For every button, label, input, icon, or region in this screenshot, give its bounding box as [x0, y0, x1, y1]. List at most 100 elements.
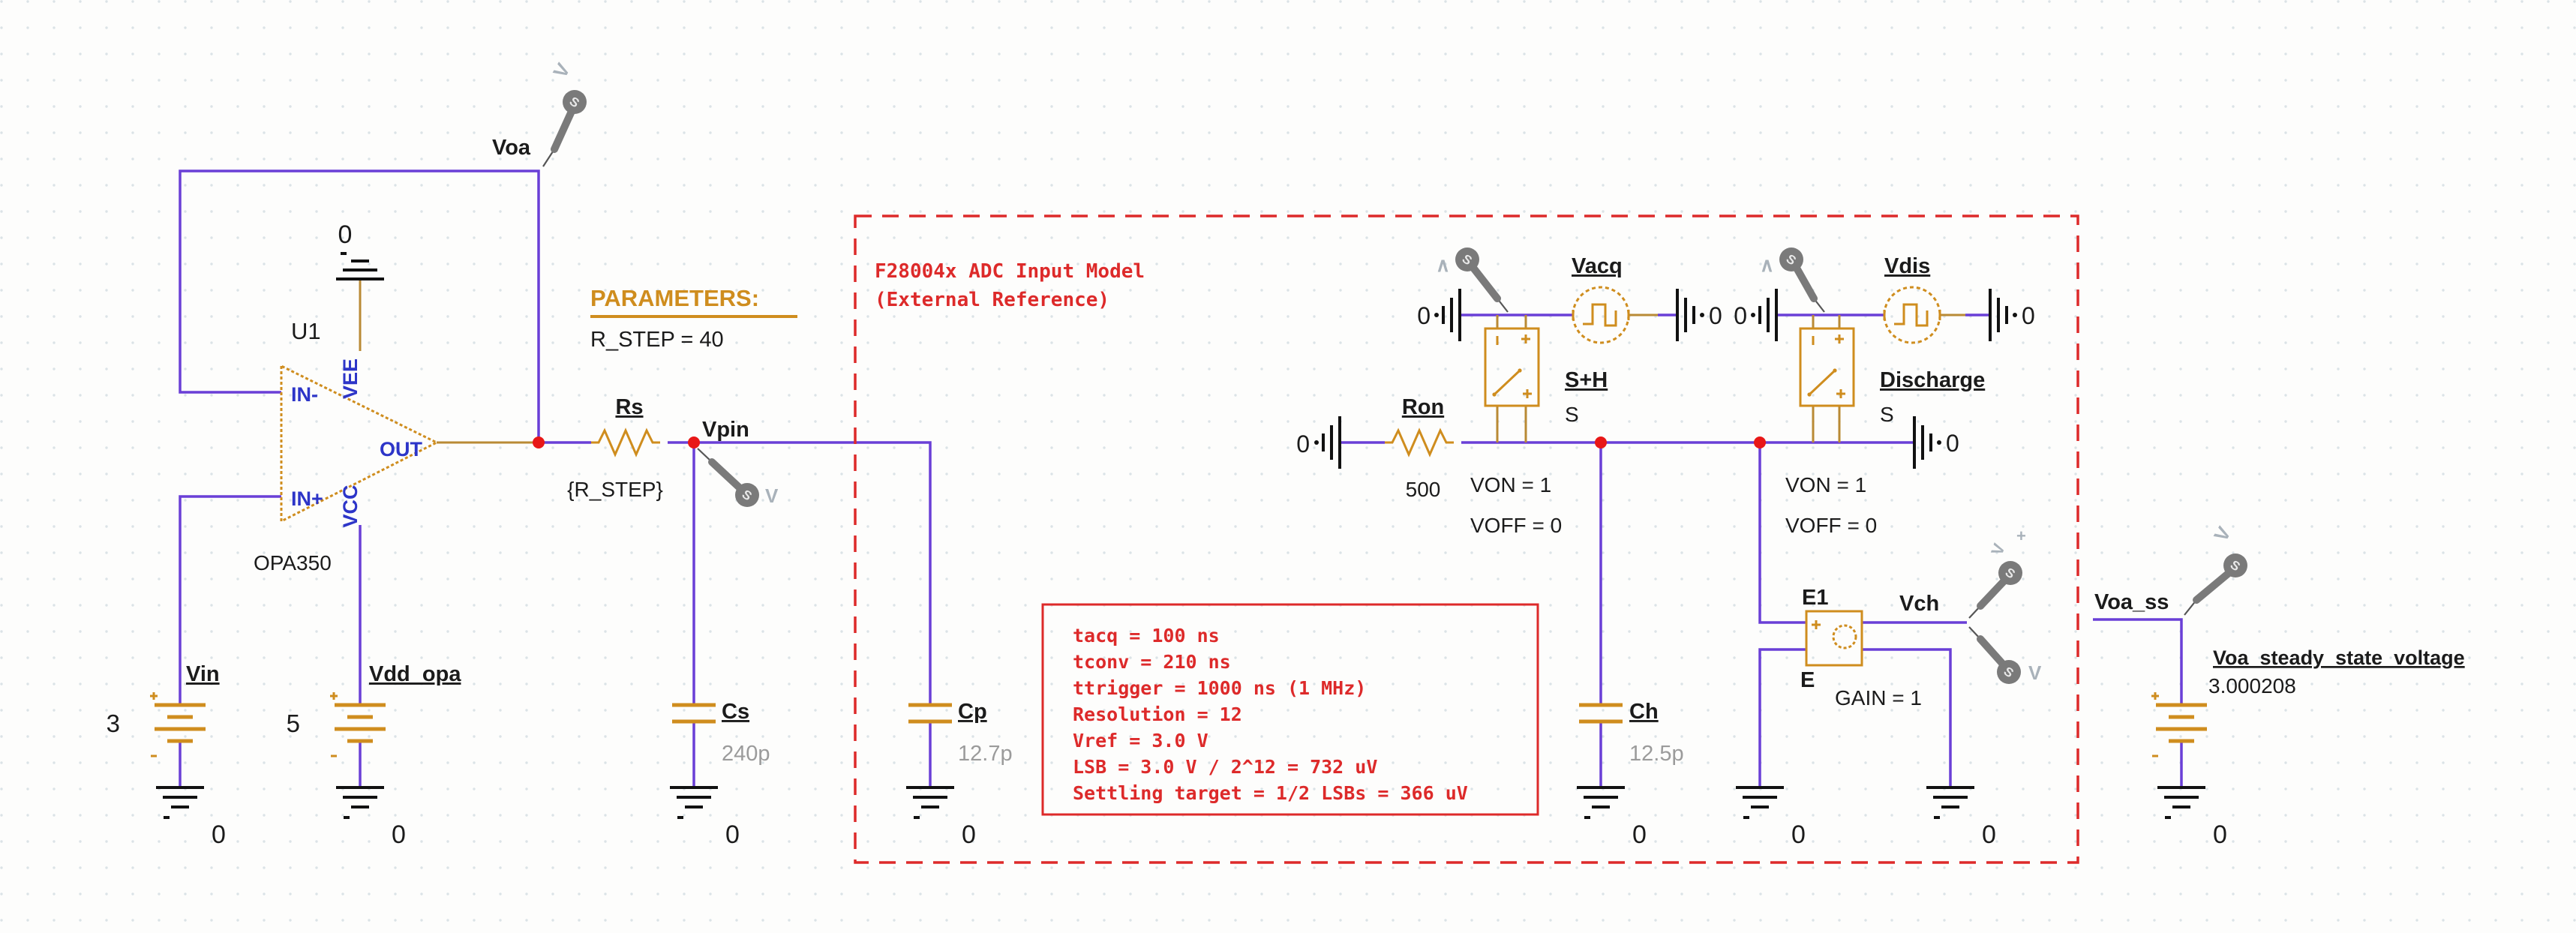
probe-head[interactable] [1779, 248, 1803, 272]
switch-von: VON = 1 [1470, 473, 1551, 496]
opamp-pin-vee: VEE [339, 358, 362, 399]
switch-body[interactable] [1799, 327, 1855, 407]
ground-ch[interactable]: 0 [1577, 786, 1647, 849]
resistor-value: 500 [1406, 478, 1441, 501]
switch-contact1 [1492, 392, 1497, 397]
resistor-rs[interactable]: Rs {R_STEP} [567, 395, 663, 501]
wire-inpos-vin[interactable] [179, 495, 281, 704]
vcvs-circle [1832, 624, 1857, 650]
vcvs-e1[interactable]: E1 E GAIN = 1 [1800, 586, 1922, 710]
switch-contact1 [1807, 392, 1812, 397]
note-line: ttrigger = 1000 ns (1 MHz) [1073, 677, 1366, 699]
terminator-label: 0 [1946, 430, 1959, 457]
switch-name: Discharge [1880, 368, 1985, 392]
resistor-name: Ron [1402, 395, 1444, 419]
resistor-zigzag[interactable] [591, 428, 660, 458]
source-vacq[interactable]: Vacq [1572, 254, 1630, 344]
wire-e1-outneg-gnd[interactable] [1862, 648, 1952, 788]
source-voass[interactable]: Voa_steady_state_voltage 3.000208 [2151, 646, 2465, 758]
junction-e1 [1754, 436, 1766, 448]
battery-plus [150, 692, 158, 700]
wire-bus-to-e1[interactable] [1758, 442, 1806, 624]
source-waveform [1894, 303, 1929, 327]
ground-voass[interactable]: 0 [2157, 786, 2227, 849]
terminator-dis-ctl[interactable]: 0 [1734, 289, 1778, 341]
switch-contact2 [1833, 368, 1837, 373]
capacitor-cs[interactable]: Cs 240p [672, 700, 770, 766]
probe-head[interactable] [1455, 248, 1479, 272]
note-line: Vref = 3.0 V [1073, 730, 1208, 752]
switch-arm [1493, 369, 1521, 396]
source-vdis[interactable]: Vdis [1883, 254, 1941, 344]
opamp-triangle[interactable] [280, 364, 440, 524]
wire-e1-neg-gnd[interactable] [1758, 648, 1806, 788]
parameters-block[interactable]: PARAMETERS: R_STEP = 40 [590, 285, 797, 352]
ground-label: 0 [1632, 820, 1647, 849]
adc-box-title1: F28004x ADC Input Model [875, 260, 1145, 283]
terminator-vdis-right[interactable]: 0 [1989, 289, 2035, 341]
resistor-ron[interactable]: Ron 500 [1385, 395, 1454, 501]
source-vin[interactable]: 3 Vin [107, 662, 220, 758]
capacitor-cp[interactable]: Cp 12.7p [908, 700, 1013, 766]
ground-label: 0 [725, 820, 740, 849]
opamp-pin-vcc: VCC [339, 484, 362, 527]
net-label-voass: Voa_ss [2094, 590, 2169, 614]
vcvs-plus [1812, 620, 1821, 629]
source-name: Vacq [1572, 254, 1623, 278]
ground-cp[interactable]: 0 [906, 786, 976, 849]
wires[interactable] [179, 170, 2183, 788]
switch-discharge[interactable]: Discharge S VON = 1 VOFF = 0 [1785, 327, 1985, 537]
probe-caret: ∧ [1760, 254, 1774, 276]
junction-dots [533, 436, 1766, 448]
ground-e1neg[interactable]: 0 [1736, 786, 1806, 849]
probe-sh-ctl[interactable]: ∧ S [1436, 248, 1509, 313]
source-vdd-opa[interactable]: 5 Vdd_opa [287, 662, 462, 758]
terminator-bus-right[interactable]: 0 [1913, 416, 1959, 469]
probe-vpin[interactable]: S V [697, 448, 779, 507]
wire-feedback-voa[interactable] [179, 170, 540, 442]
resistor-zigzag[interactable] [1385, 428, 1454, 458]
cap-name: Cp [958, 700, 987, 724]
source-name: Vdis [1884, 254, 1930, 278]
cap-value: 12.7p [958, 742, 1013, 766]
opamp-pin-inpos: IN+ [291, 488, 323, 510]
battery-plus [2151, 692, 2159, 700]
probe-head[interactable] [735, 483, 759, 507]
opamp-u1[interactable]: U1 OPA350 IN- IN+ OUT VEE VCC [254, 318, 440, 574]
terminator-dot [1434, 313, 1439, 317]
opamp-part: OPA350 [254, 551, 332, 574]
probe-head[interactable] [563, 90, 587, 114]
probe-dis-ctl[interactable]: ∧ S [1760, 248, 1825, 313]
terminator-ron-left[interactable]: 0 [1296, 416, 1341, 469]
probe-plus-label: + [2016, 526, 2026, 545]
probe-head[interactable] [2223, 554, 2247, 578]
ground-vee-top[interactable]: 0 [336, 220, 384, 280]
switch-body[interactable] [1484, 327, 1540, 407]
wire-vpin-to-cp[interactable] [694, 441, 932, 704]
probe-vch-minus[interactable]: S V [1968, 626, 2042, 684]
ground-vin[interactable]: 0 [156, 786, 226, 849]
switch-sh[interactable]: S+H S VON = 1 VOFF = 0 [1470, 327, 1608, 537]
terminator-sh-ctl[interactable]: 0 [1417, 289, 1461, 341]
ground-cs[interactable]: 0 [670, 786, 740, 849]
probe-head[interactable] [1998, 561, 2022, 585]
note-line: LSB = 3.0 V / 2^12 = 732 uV [1073, 756, 1377, 778]
wire-voass[interactable] [2093, 618, 2183, 704]
source-waveform [1583, 303, 1617, 327]
capacitor-ch[interactable]: Ch 12.5p [1579, 700, 1684, 766]
opamp-pin-out: OUT [380, 438, 423, 460]
junction-vpin [688, 436, 700, 448]
ground-label: 0 [212, 820, 226, 849]
terminator-label: 0 [1734, 302, 1747, 329]
probe-head[interactable] [1997, 660, 2021, 684]
terminator-dot [1937, 440, 1941, 445]
ground-e1out[interactable]: 0 [1926, 786, 1996, 849]
ground-label: 0 [338, 220, 353, 249]
switch-name: S+H [1565, 368, 1608, 392]
terminator-dot [1700, 313, 1704, 317]
terminator-vacq-right[interactable]: 0 [1676, 289, 1722, 341]
ground-vdd[interactable]: 0 [336, 786, 406, 849]
vcvs-body[interactable] [1805, 610, 1863, 667]
